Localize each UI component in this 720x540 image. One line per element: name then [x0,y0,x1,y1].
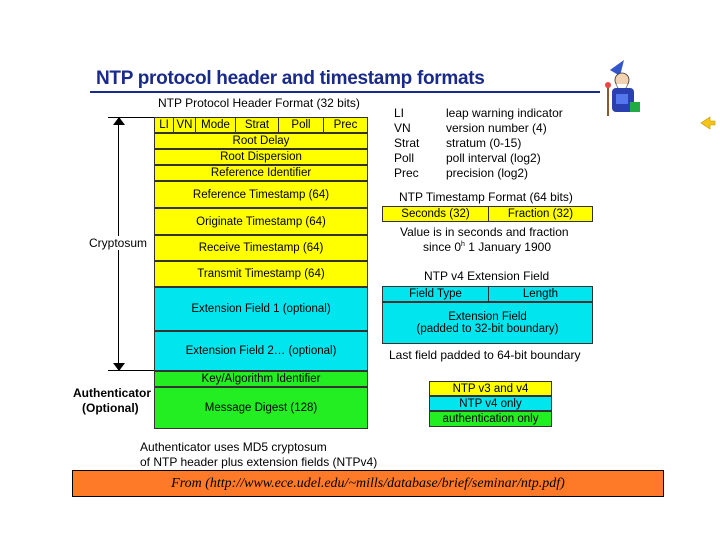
cryptosum-bracket-bottom [108,370,154,371]
timestamp-seconds: Seconds (32) [382,206,489,222]
field-poll: Poll [279,118,324,132]
color-key-v3-v4: NTP v3 and v4 [429,381,552,396]
cryptosum-arrow-up-icon [113,117,125,125]
auth-note-line1: Authenticator uses MD5 cryptosum [140,440,327,454]
authenticator-label: Authenticator [73,386,151,400]
cryptosum-label: Cryptosum [88,236,149,250]
field-strat: Strat [236,118,279,132]
timestamp-note-2-pre: since 0 [423,240,462,254]
field-extension-2: Extension Field 2… (optional) [154,331,368,371]
header-format-title: NTP Protocol Header Format (32 bits) [158,96,360,110]
header-row-bitfields: LI VN Mode Strat Poll Prec [154,117,368,133]
timestamp-note-2-post: 1 January 1900 [464,240,551,254]
abbrev-prec-desc: precision (log2) [446,166,529,180]
field-root-dispersion: Root Dispersion [154,149,368,165]
timestamp-note-2-sup: h [461,241,465,248]
abbrev-prec: Prec [394,166,419,180]
abbrev-li-desc: leap warning indicator [446,106,563,120]
cryptosum-bracket-top [108,117,154,118]
source-footer: From (http://www.ece.udel.edu/~mills/dat… [72,470,664,497]
authenticator-optional-label: (Optional) [82,401,139,415]
page-title: NTP protocol header and timestamp format… [96,68,485,89]
field-message-digest: Message Digest (128) [154,387,368,429]
abbrev-vn-desc: version number (4) [446,121,547,135]
field-vn: VN [174,118,196,132]
field-receive-timestamp: Receive Timestamp (64) [154,235,368,261]
abbrev-poll-desc: poll interval (log2) [446,151,541,165]
extension-field-length: Length [488,286,593,302]
abbrev-strat: Strat [394,136,420,150]
field-root-delay: Root Delay [154,133,368,149]
abbrev-strat-desc: stratum (0-15) [446,136,522,150]
timestamp-note-2: since 0h 1 January 1900 [423,240,551,254]
color-key-v4-only: NTP v4 only [429,396,552,411]
field-prec: Prec [333,119,358,131]
field-reference-timestamp: Reference Timestamp (64) [154,181,368,208]
field-mode: Mode [196,118,236,132]
timestamp-note-1: Value is in seconds and fraction [400,225,569,239]
abbrev-vn: VN [394,121,411,135]
extension-field-note: Last field padded to 64-bit boundary [389,348,581,362]
field-reference-identifier: Reference Identifier [154,165,368,181]
extension-field-body-line1: Extension Field [448,311,527,323]
abbrev-poll: Poll [394,151,415,165]
extension-field-body-line2: (padded to 32-bit boundary) [416,323,559,335]
field-key-identifier: Key/Algorithm Identifier [154,371,368,387]
timestamp-fraction: Fraction (32) [488,206,593,222]
extension-field-title: NTP v4 Extension Field [424,269,550,283]
cryptosum-arrow-down-icon [113,363,125,371]
timestamp-format-title: NTP Timestamp Format (64 bits) [399,190,573,204]
title-underline [90,91,600,93]
abbrev-li: LI [394,106,405,120]
extension-field-body: Extension Field (padded to 32-bit bounda… [382,302,593,344]
wizard-logo-icon [600,58,646,120]
field-transmit-timestamp: Transmit Timestamp (64) [154,261,368,287]
field-extension-1: Extension Field 1 (optional) [154,287,368,331]
field-li: LI [155,118,174,132]
arrow-icon [700,115,716,131]
color-key-auth-only: authentication only [429,411,552,427]
field-originate-timestamp: Originate Timestamp (64) [154,208,368,235]
extension-field-type: Field Type [382,286,489,302]
auth-note-line2: of NTP header plus extension fields (NTP… [140,455,378,469]
